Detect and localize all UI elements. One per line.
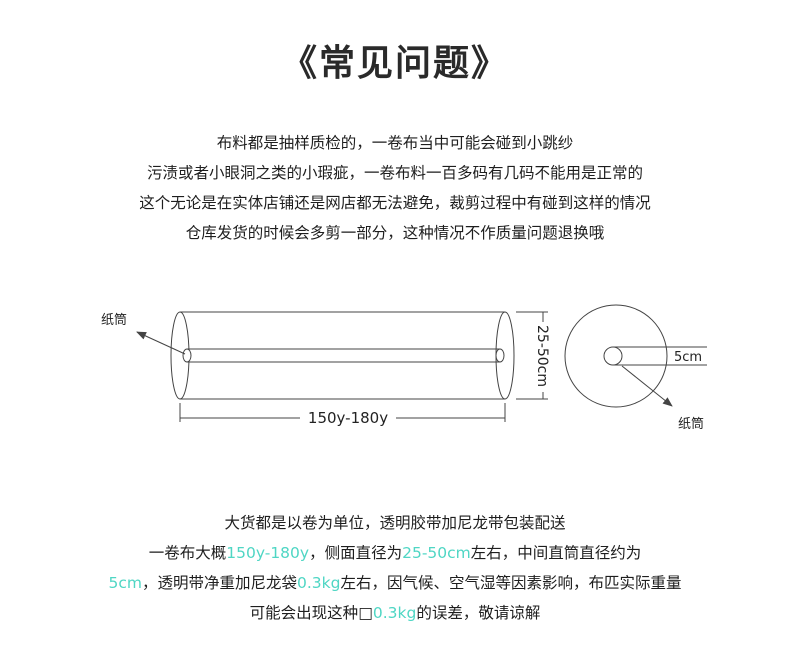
note-text: ，透明带净重加尼龙袋: [141, 574, 297, 592]
note-text: 左右，中间直筒直径约为: [470, 544, 642, 562]
note-line: 可能会出现这种□0.3kg的误差，敬请谅解: [0, 598, 790, 628]
note-text: 的误差，敬请谅解: [416, 604, 541, 622]
note-paragraph: 大货都是以卷为单位，透明胶带加尼龙带包装配送 一卷布大概150y-180y，侧面…: [0, 508, 790, 628]
page-title: 《常见问题》: [280, 43, 509, 84]
note-text: 可能会出现这种: [249, 604, 359, 622]
core-end-circle: [603, 346, 623, 366]
core-highlight: 5cm: [108, 574, 142, 592]
core-tube: [187, 348, 500, 363]
error-highlight: 0.3kg: [372, 604, 417, 622]
length-label-bg: [300, 407, 396, 429]
diameter-label-bg: [533, 322, 553, 392]
diameter-label: 25-50cm: [534, 325, 550, 387]
note-line: 一卷布大概150y-180y，侧面直径为25-50cm左右，中间直筒直径约为: [0, 538, 790, 568]
note-line: 5cm，透明带净重加尼龙袋0.3kg左右，因气候、空气湿等因素影响，布匹实际重量: [0, 568, 790, 598]
roll-end-view: [564, 304, 707, 408]
diameter-highlight: 25-50cm: [402, 544, 471, 562]
core-pointer-arrow: [621, 365, 673, 407]
note-text: ，侧面直径为: [309, 544, 403, 562]
note-text: 左右，因气候、空气湿等因素影响，布匹实际重量: [340, 574, 682, 592]
tube-label-right: 纸筒: [678, 416, 704, 432]
core-dimension-line: [613, 346, 707, 366]
roll-body: [180, 311, 505, 400]
note-text: 一卷布大概: [148, 544, 227, 562]
note-line: 大货都是以卷为单位，透明胶带加尼龙带包装配送: [0, 508, 790, 538]
core-size-label: 5cm: [674, 350, 702, 365]
intro-line: 污渍或者小眼洞之类的小瑕疵，一卷布料一百多码有几码不能用是正常的: [146, 164, 643, 182]
missing-glyph: □: [358, 604, 373, 622]
length-highlight: 150y-180y: [226, 544, 310, 562]
roll-side-view: [136, 311, 548, 422]
intro-paragraph: 布料都是抽样质检的，一卷布当中可能会碰到小跳纱 污渍或者小眼洞之类的小瑕疵，一卷…: [0, 128, 790, 248]
length-label: 150y-180y: [308, 409, 388, 427]
note-text: 大货都是以卷为单位，透明胶带加尼龙带包装配送: [224, 514, 566, 532]
core-left-end: [182, 348, 192, 363]
intro-line: 布料都是抽样质检的，一卷布当中可能会碰到小跳纱: [216, 134, 574, 152]
tube-pointer-arrow: [136, 331, 186, 355]
tube-label-left: 纸筒: [101, 312, 127, 328]
weight-highlight: 0.3kg: [297, 574, 341, 592]
intro-line: 这个无论是在实体店铺还是网店都无法避免，裁剪过程中有碰到这样的情况: [139, 194, 651, 212]
roll-end-circle: [564, 304, 668, 408]
intro-line: 仓库发货的时候会多剪一部分，这种情况不作质量问题退换哦: [185, 224, 605, 242]
core-right-end: [495, 348, 505, 363]
